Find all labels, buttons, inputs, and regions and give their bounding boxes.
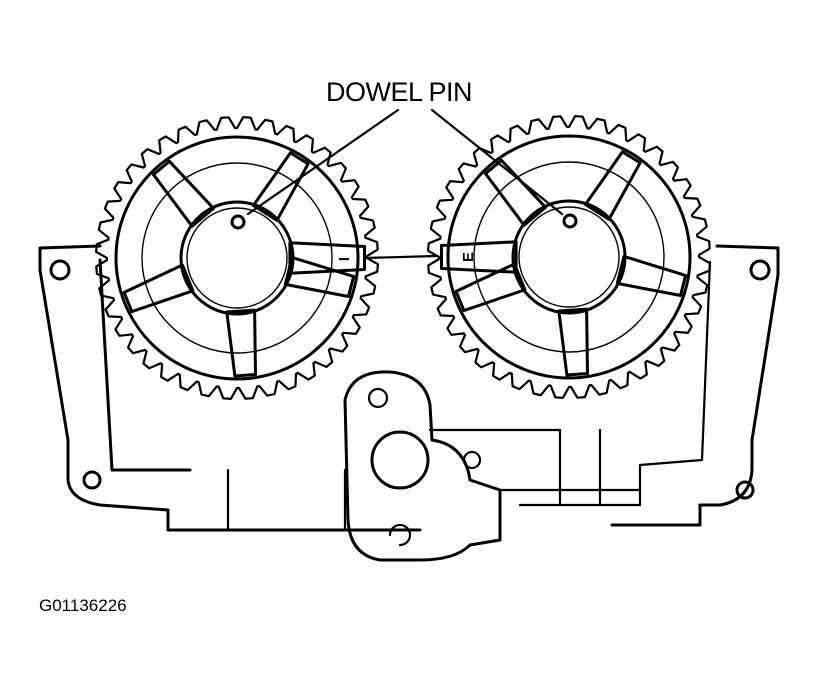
- exhaust-timing-mark: E: [460, 252, 477, 262]
- camshaft-background: [141, 162, 333, 354]
- exhaust-camshaft-sprocket: [427, 115, 711, 399]
- figure-id: G01136226: [39, 596, 127, 615]
- intake-camshaft-sprocket: [95, 116, 379, 400]
- leader-line-left: [246, 108, 400, 216]
- sprocket-hub: [179, 200, 295, 316]
- exhaust-dowel-pin: [562, 213, 578, 229]
- sprocket-spoke: [454, 262, 527, 313]
- sprocket-hub-inner: [518, 206, 620, 308]
- sprocket-spoke: [251, 151, 310, 222]
- intake-timing-mark: I: [335, 257, 352, 261]
- sprocket-spoke: [557, 307, 589, 377]
- cylinder-head-outline: [38, 244, 780, 532]
- sprocket-spoke: [583, 150, 642, 221]
- sprocket-rim: [114, 135, 360, 381]
- sprocket-spoke: [152, 159, 215, 228]
- bolt-slot-inner: [551, 237, 587, 268]
- sprocket-spoke: [122, 263, 195, 314]
- sprocket-spoke: [225, 308, 257, 378]
- sprocket-spoke: [283, 255, 356, 298]
- sprocket-spoke: [615, 254, 688, 297]
- dowel-pin-label: DOWEL PIN: [326, 77, 472, 107]
- front-cover-housing: [343, 370, 642, 562]
- camshaft-background: [473, 161, 665, 353]
- sprocket-hub-inner: [186, 207, 288, 309]
- timing-mark-line: [363, 254, 438, 260]
- leader-line-right: [430, 108, 564, 216]
- sprocket-teeth: [95, 116, 379, 400]
- bolt-slot-inner: [219, 238, 255, 269]
- sprocket-hub: [511, 199, 627, 315]
- intake-dowel-pin: [230, 214, 246, 230]
- timing-arm: [440, 240, 518, 274]
- sprocket-spoke: [484, 158, 547, 227]
- sprocket-rim: [446, 134, 692, 380]
- sprocket-teeth: [427, 115, 711, 399]
- timing-arm: [288, 241, 366, 275]
